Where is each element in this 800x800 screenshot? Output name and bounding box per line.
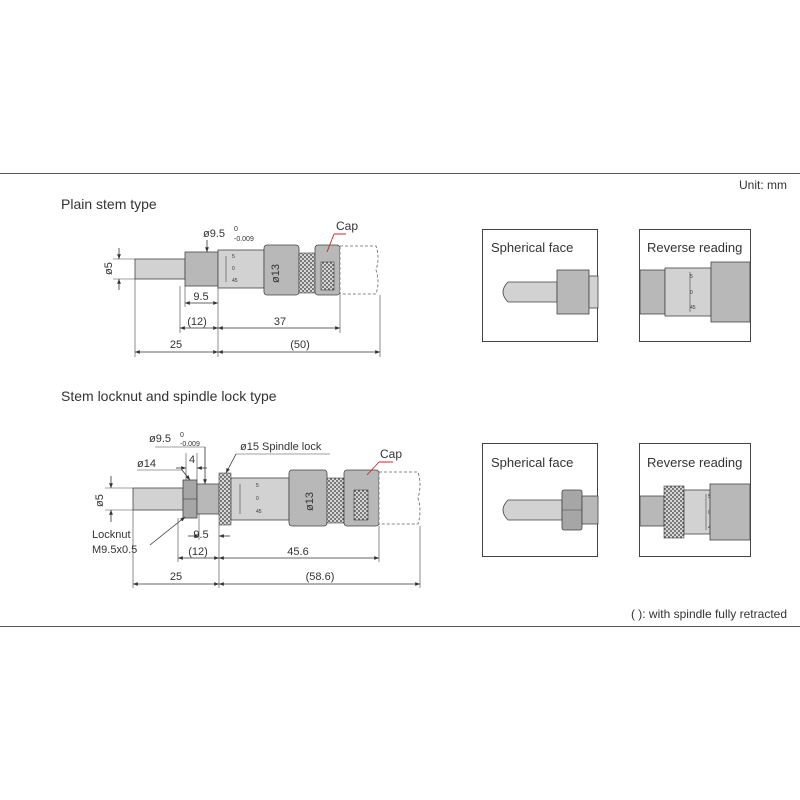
plain-tol-upper: 0: [234, 226, 238, 233]
plain-cap-leader: [326, 233, 346, 253]
unit-label: Unit: mm: [739, 178, 787, 192]
lock-locknut-label-1: Locknut: [92, 529, 131, 541]
reverse-scale-mark-j: 5: [708, 494, 711, 500]
reverse-scale-mark-k: 0: [708, 510, 711, 516]
lock-spindle-lock-label: ø15 Spindle lock: [240, 441, 322, 453]
reverse-reading-view-2: Reverse reading 5 0 45: [639, 443, 751, 557]
lock-tol-lower: -0.009: [180, 441, 200, 448]
spherical-stem-1: [556, 269, 590, 315]
plain-scale-mark-c: 45: [232, 278, 238, 284]
plain-sleeve: [217, 249, 265, 289]
plain-dim-9-5: 9.5: [193, 291, 208, 303]
reverse-reading-view-1: Reverse reading 5 0 45: [639, 229, 751, 342]
lock-dim-12: (12): [188, 546, 208, 558]
plain-stem-title: Plain stem type: [61, 196, 157, 212]
reverse-scale-mark-h: 0: [690, 290, 693, 296]
plain-ratchet-knurl: [320, 261, 335, 291]
reverse-thimble-1: [710, 261, 751, 323]
spherical-spindle-2: [502, 499, 563, 521]
lock-scale-mark-e: 0: [256, 496, 259, 502]
reverse-thimble-2: [709, 483, 751, 541]
lock-locknut-label-2: M9.5x0.5: [92, 544, 137, 556]
lock-dim-4: 4: [189, 454, 195, 466]
reverse-sleeve-1: [664, 267, 712, 317]
plain-dim-25: 25: [170, 339, 182, 351]
plain-scale-mark-a: 5: [232, 254, 235, 260]
reverse-scale-mark-i: 45: [690, 305, 696, 311]
plain-stem: [184, 251, 219, 287]
lock-dim-25: 25: [170, 571, 182, 583]
locknut-drawing: Stem locknut and spindle lock type 5 0 4…: [61, 388, 421, 588]
lock-tol-upper: 0: [180, 432, 184, 439]
lock-dim-9-5: 9.5: [193, 529, 208, 541]
plain-dia5-label: ø5: [103, 262, 115, 275]
footnote: ( ): with spindle fully retracted: [631, 607, 787, 621]
plain-tol-lower: -0.009: [234, 236, 254, 243]
lock-dim-58-6: (58.6): [306, 571, 335, 583]
reverse-scale-mark-g: 5: [690, 274, 693, 280]
lock-scale-mark-d: 5: [256, 483, 259, 489]
plain-dim-12: (12): [187, 316, 207, 328]
lock-stem: [196, 483, 220, 515]
reverse-spindle-lock-2: [663, 485, 685, 539]
spherical-face-view-2: Spherical face: [482, 443, 599, 557]
plain-spindle: [134, 258, 186, 280]
lock-thimble-knurl: [326, 477, 345, 524]
spherical-spindle-1: [502, 281, 558, 303]
lock-dia14-label: ø14: [137, 458, 156, 470]
spherical-face-label-2: Spherical face: [491, 455, 573, 470]
reverse-stem-1: [639, 269, 666, 315]
reverse-reading-label-1: Reverse reading: [647, 240, 742, 255]
lock-dia13-label: ø13: [304, 492, 316, 511]
plain-stem-drawing: Plain stem type 5 0 45 Cap ø5 ø13 ø9.5 0…: [61, 196, 381, 357]
spherical-sleeve-1: [588, 275, 599, 309]
plain-dim-50: (50): [290, 339, 310, 351]
lock-scale-mark-f: 45: [256, 509, 262, 515]
lock-spindle-lock: [218, 472, 232, 526]
lock-cap-outline: [378, 471, 421, 525]
plain-cap-outline: [339, 245, 379, 295]
lock-sleeve: [230, 477, 290, 521]
reverse-stem-2: [639, 495, 665, 527]
plain-cap-label: Cap: [336, 219, 358, 233]
lock-ratchet-knurl: [353, 489, 369, 521]
lock-dim-45-6: 45.6: [287, 546, 308, 558]
plain-dia13-label: ø13: [270, 264, 282, 283]
locknut-title: Stem locknut and spindle lock type: [61, 388, 277, 404]
reverse-reading-label-2: Reverse reading: [647, 455, 742, 470]
plain-stem-dia-label: ø9.5: [203, 228, 225, 240]
lock-cap-label: Cap: [380, 447, 402, 461]
plain-dim-37: 37: [274, 316, 286, 328]
spherical-face-view-1: Spherical face: [482, 229, 599, 342]
plain-thimble-knurl: [298, 252, 316, 294]
spherical-stem-2: [581, 495, 599, 525]
lock-cap-leader: [366, 461, 393, 476]
lock-spindle: [132, 487, 184, 511]
plain-scale-mark-b: 0: [232, 266, 235, 272]
spherical-face-label-1: Spherical face: [491, 240, 573, 255]
lock-dia5-label: ø5: [94, 494, 106, 507]
lock-stem-dia-label: ø9.5: [149, 433, 171, 445]
